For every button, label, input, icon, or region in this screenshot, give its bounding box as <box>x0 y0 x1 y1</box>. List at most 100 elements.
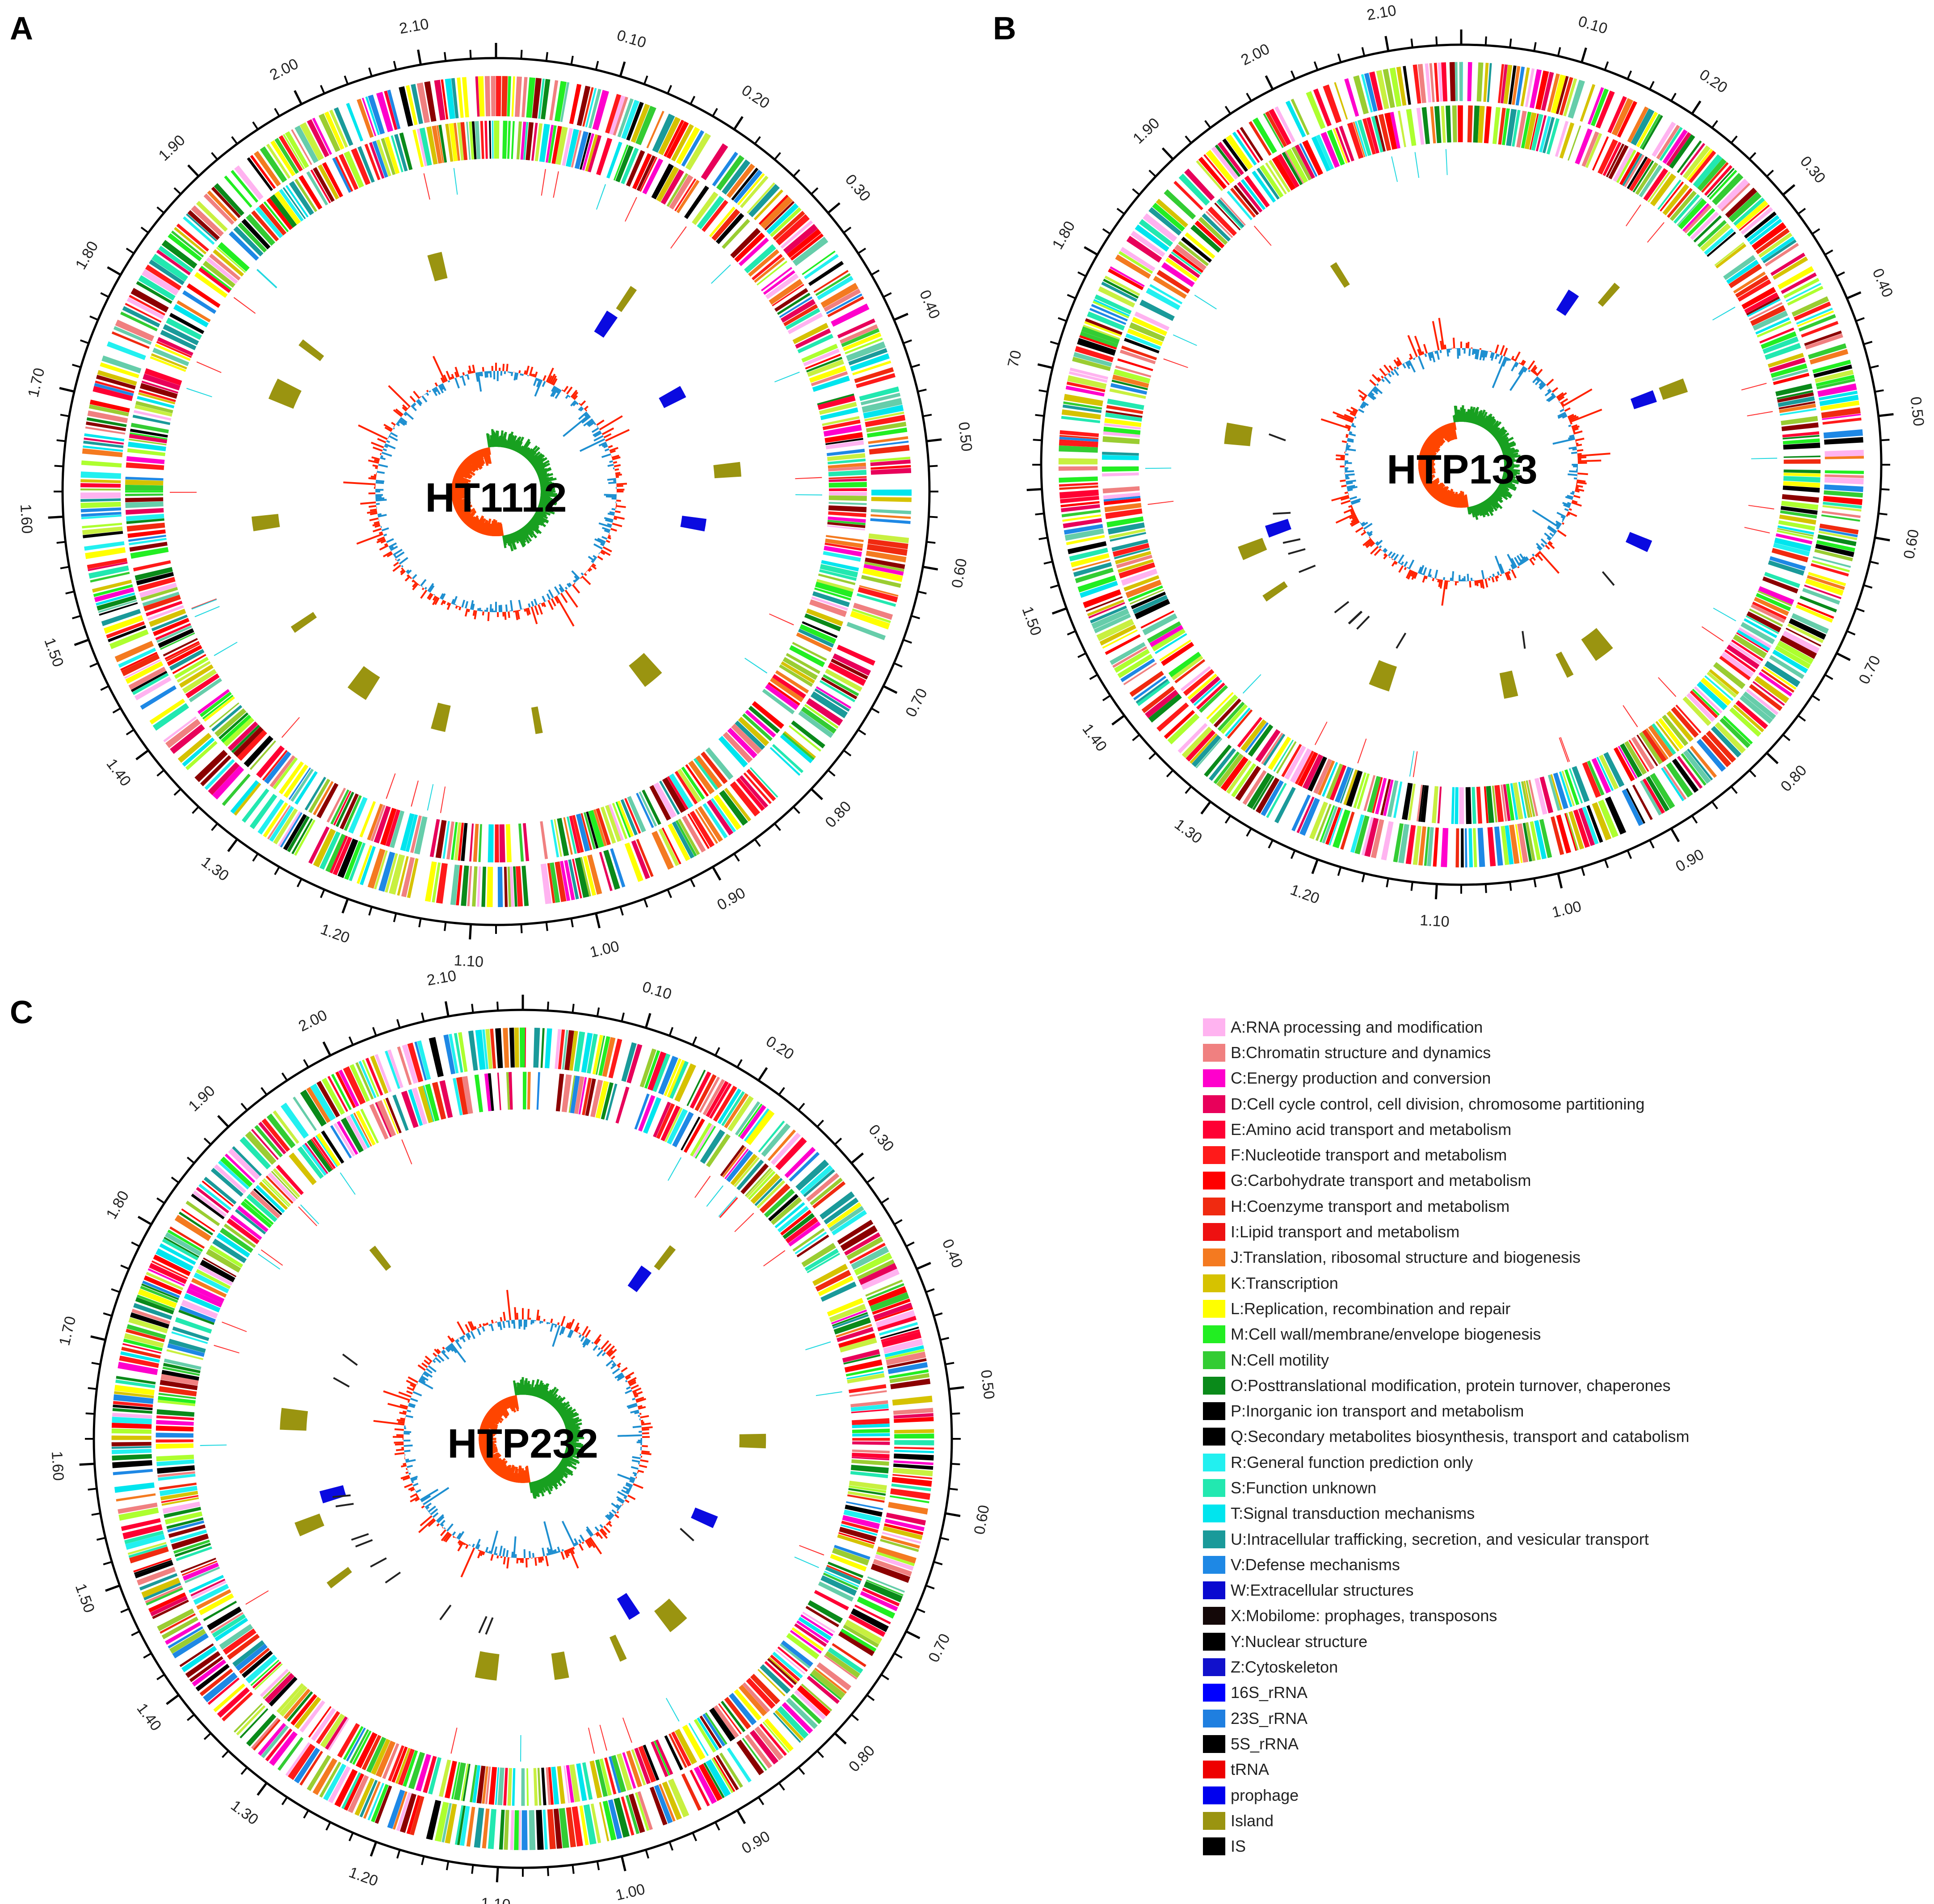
gc-content-bar <box>572 401 578 407</box>
gc-content-bar <box>1368 392 1377 399</box>
cog-segment <box>1075 346 1114 362</box>
cog-segment <box>588 810 604 848</box>
cog-segment <box>1354 815 1370 854</box>
rna-marker <box>1194 294 1217 310</box>
cog-segment <box>572 815 584 853</box>
gc-content-bar <box>1568 425 1572 427</box>
cog-segment <box>310 169 331 203</box>
cog-segment <box>124 1530 164 1544</box>
gc-content-bar <box>375 494 383 496</box>
gc-content-bar <box>605 1345 615 1355</box>
cog-segment <box>410 1796 425 1836</box>
cog-segment <box>706 1134 731 1168</box>
tick-label: 0.30 <box>1797 153 1829 186</box>
gc-content-bar <box>437 1516 445 1523</box>
cog-segment <box>867 538 908 550</box>
cog-segment <box>642 790 661 825</box>
gc-content-bar <box>1444 345 1446 349</box>
cog-segment <box>891 1477 932 1487</box>
cog-segment <box>804 613 841 631</box>
cog-segment <box>806 698 843 726</box>
cog-segment <box>149 698 185 725</box>
cog-segment <box>454 1805 464 1845</box>
rna-marker <box>427 784 434 811</box>
gc-content-bar <box>400 1417 405 1421</box>
cog-segment <box>156 1415 194 1421</box>
cog-segment <box>1773 542 1810 556</box>
gc-content-bar <box>1546 378 1554 386</box>
rna-marker <box>622 1717 632 1743</box>
cog-segment <box>502 121 508 159</box>
gc-content-bar <box>563 1550 568 1559</box>
cog-segment <box>236 1705 266 1736</box>
cog-segment <box>1825 470 1864 474</box>
cog-segment <box>234 782 261 816</box>
cog-segment <box>705 747 734 780</box>
cog-segment <box>1824 490 1863 498</box>
gc-content-bar <box>412 574 417 580</box>
gc-content-bar <box>1404 567 1407 571</box>
axis-tick <box>393 913 397 922</box>
cog-segment <box>1202 213 1231 242</box>
cog-segment <box>193 1190 227 1217</box>
cog-segment <box>499 824 505 862</box>
cog-segment <box>189 678 222 702</box>
cog-segment <box>681 766 705 800</box>
cog-segment <box>720 1145 745 1177</box>
gc-content-bar <box>1417 349 1421 356</box>
cog-segment <box>837 1534 875 1549</box>
cog-segment <box>1277 154 1299 188</box>
cog-segment <box>1061 504 1100 513</box>
gc-content-bar <box>1552 437 1575 445</box>
cog-segment <box>1780 506 1818 515</box>
cog-segment <box>362 1735 382 1770</box>
cog-segment <box>832 1547 870 1566</box>
cog-segment <box>669 174 694 210</box>
gc-content-bar <box>1351 425 1356 428</box>
cog-segment <box>702 1713 726 1747</box>
cog-segment <box>1686 148 1713 181</box>
cog-segment <box>194 750 228 782</box>
tick-label: 0.10 <box>1576 13 1609 37</box>
cog-segment <box>328 1766 351 1803</box>
gc-content-bar <box>1345 446 1350 449</box>
gc-content-bar <box>1547 537 1551 541</box>
gc-content-bar <box>642 1428 649 1431</box>
cog-segment <box>806 1173 840 1202</box>
cog-segment <box>634 1093 650 1130</box>
cog-segment <box>893 1413 933 1419</box>
cog-segment <box>1263 734 1286 766</box>
cog-segment <box>1465 828 1467 868</box>
gc-content-bar <box>417 1364 426 1371</box>
gc-content-bar <box>1492 356 1506 388</box>
cog-segment <box>549 80 559 121</box>
cog-segment <box>160 1491 198 1501</box>
gc-content-bar <box>1514 351 1521 362</box>
cog-segment <box>1772 369 1808 381</box>
gc-content-bar <box>439 593 444 599</box>
axis-tick <box>105 1584 120 1592</box>
cog-segment <box>893 1463 933 1470</box>
gc-content-bar <box>614 1514 619 1519</box>
gc-content-bar <box>530 374 534 377</box>
gc-content-bar <box>627 1404 638 1409</box>
axis-tick <box>203 1732 212 1740</box>
cog-segment <box>870 509 911 514</box>
cog-segment <box>168 1524 206 1538</box>
axis-tick <box>715 1047 720 1056</box>
axis-tick <box>668 1841 674 1851</box>
island-block <box>531 706 543 734</box>
prophage-block <box>691 1507 718 1528</box>
gc-content-bar <box>395 551 405 559</box>
cog-segment <box>321 1077 345 1115</box>
cog-segment <box>891 1484 931 1492</box>
cog-segment <box>811 371 848 387</box>
axis-tick <box>903 339 912 345</box>
cog-segment <box>734 1689 762 1721</box>
cog-segment <box>727 727 757 759</box>
cog-segment <box>611 1755 626 1793</box>
cog-segment <box>1707 231 1736 257</box>
cog-segment <box>108 625 147 643</box>
cog-segment <box>636 839 654 877</box>
gc-content-bar <box>452 1531 456 1536</box>
